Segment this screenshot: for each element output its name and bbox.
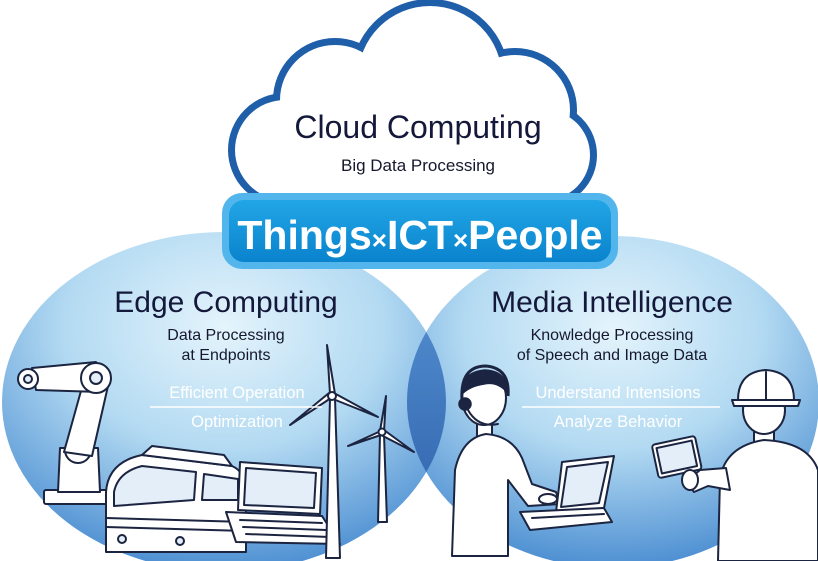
wind-turbine-small-icon bbox=[347, 395, 415, 523]
laptop-icon bbox=[519, 455, 615, 531]
robot-arm-icon bbox=[17, 361, 112, 505]
cloud-computing-title: Cloud Computing bbox=[294, 109, 541, 145]
media-benefit-analyze-behavior: Analyze Behavior bbox=[554, 413, 683, 431]
things-ict-people-banner: Things×ICT×People bbox=[222, 193, 618, 269]
edge-description-line2: at Endpoints bbox=[182, 347, 271, 364]
edge-description-line1: Data Processing bbox=[167, 327, 284, 344]
worker-hardhat-icon bbox=[685, 369, 818, 561]
cloud-shape bbox=[228, 0, 597, 207]
cloud-computing-subtitle: Big Data Processing bbox=[341, 156, 495, 175]
banner-text: Things×ICT×People bbox=[237, 212, 602, 258]
banner-separator: × bbox=[372, 225, 387, 255]
media-description-line2: of Speech and Image Data bbox=[517, 347, 707, 364]
train-icon bbox=[105, 445, 247, 553]
banner-ict: ICT bbox=[387, 212, 453, 258]
worker-hand bbox=[681, 469, 699, 491]
wind-turbine-icon bbox=[289, 344, 379, 559]
media-intelligence-title: Media Intelligence bbox=[491, 286, 733, 319]
banner-people: People bbox=[468, 212, 602, 258]
operator-headset-icon bbox=[451, 364, 561, 557]
edge-benefit-optimization: Optimization bbox=[191, 413, 283, 431]
edge-computing-title: Edge Computing bbox=[114, 286, 337, 319]
banner-separator: × bbox=[453, 225, 468, 255]
media-benefit-understand-intensions: Understand Intensions bbox=[535, 384, 700, 402]
operator-hand bbox=[538, 493, 558, 505]
banner-things: Things bbox=[237, 212, 371, 258]
edge-benefit-efficient-operation: Efficient Operation bbox=[169, 384, 304, 402]
media-description-line1: Knowledge Processing bbox=[531, 327, 694, 344]
laptop-icon bbox=[225, 461, 341, 545]
tablet-icon bbox=[651, 435, 703, 479]
